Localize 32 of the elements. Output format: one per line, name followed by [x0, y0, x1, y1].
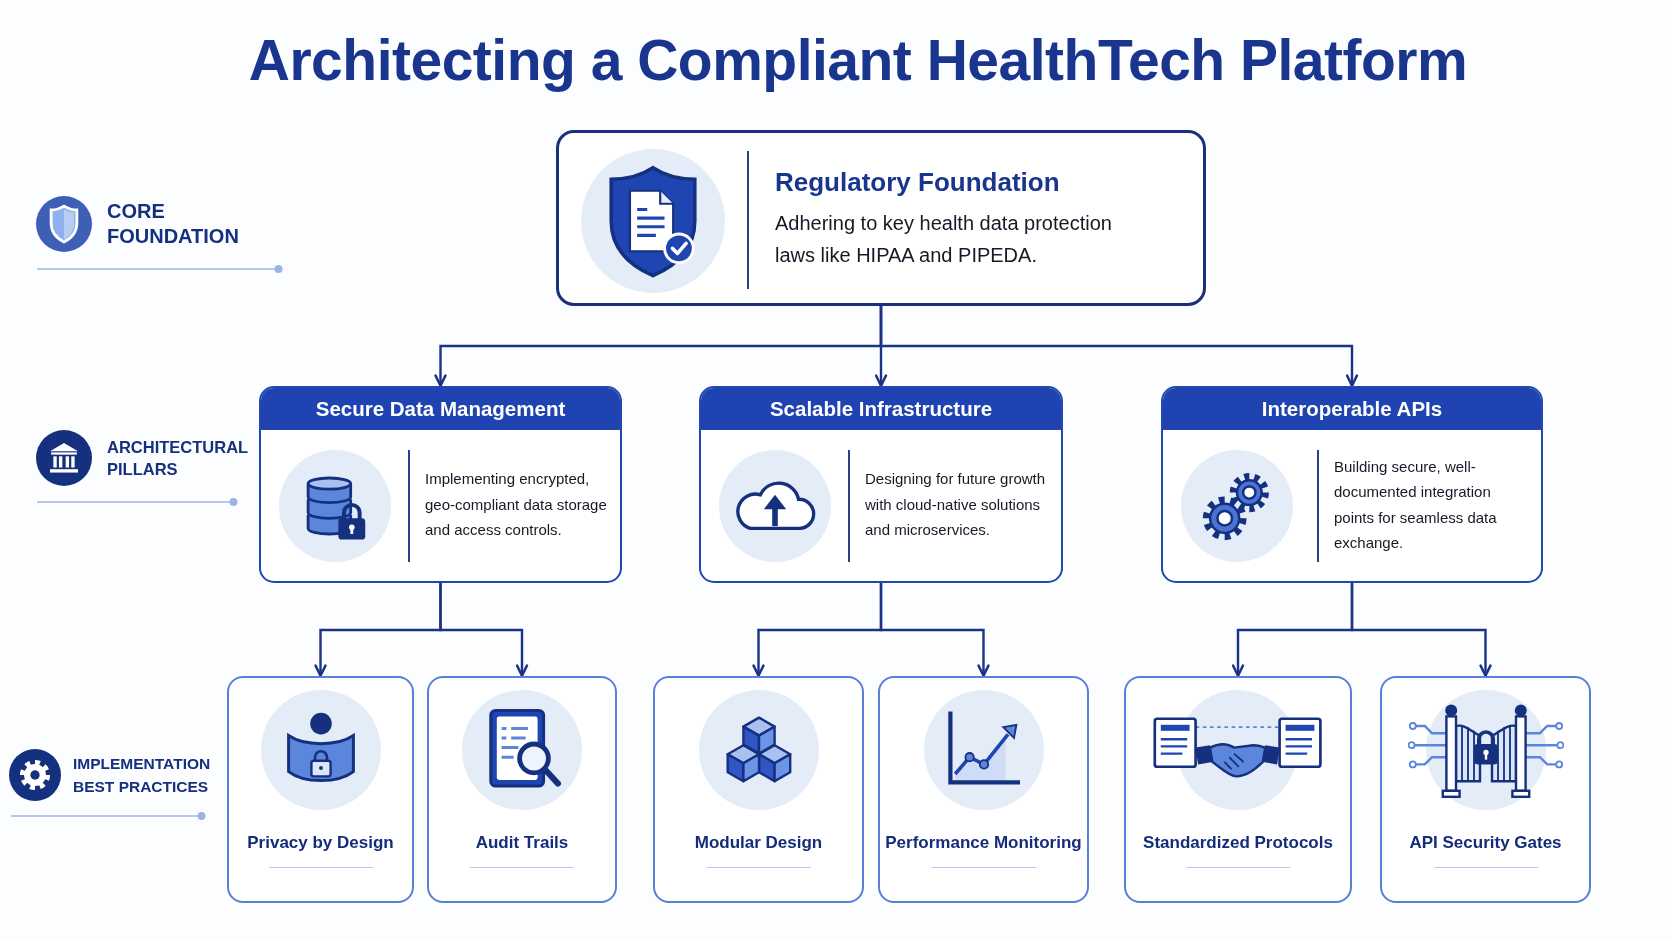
card-description: Adhering to key health data protection laws like HIPAA and PIPEDA. — [775, 211, 1113, 268]
practice-card — [227, 676, 414, 903]
foundation-card — [556, 130, 1206, 306]
card-title: Modular Design — [694, 832, 823, 854]
header-bar: Interoperable APIs — [1163, 388, 1541, 430]
pillar-card — [259, 386, 622, 583]
connector-arrow — [439, 583, 529, 677]
connector-arrow — [1350, 583, 1492, 677]
practice-card — [427, 676, 617, 903]
pillar-card — [1161, 386, 1543, 583]
card-title: Standardized Protocols — [1143, 832, 1333, 854]
practice-card — [1124, 676, 1352, 903]
header-bar: Secure Data Management — [261, 388, 620, 430]
card-title: Performance Monitoring — [885, 832, 1082, 854]
practice-card — [1380, 676, 1591, 903]
practice-card — [653, 676, 864, 903]
connector-arrow — [879, 583, 990, 677]
practice-card — [878, 676, 1089, 903]
header-bar: Scalable Infrastructure — [701, 388, 1061, 430]
card-title: API Security Gates — [1409, 832, 1562, 854]
card-description: Designing for future growth with cloud-native solutions and microservices. — [865, 469, 1047, 541]
card-title: Privacy by Design — [247, 832, 394, 854]
section-label: CORE FOUNDATION — [107, 199, 240, 249]
section-label: ARCHITECTURAL PILLARS — [107, 437, 249, 480]
card-description: Building secure, well-documented integration points for seamless data exchange. — [1334, 456, 1498, 553]
connector-arrow — [879, 306, 1359, 387]
card-description: Implementing encrypted, geo-compliant data storage and access controls. — [425, 469, 608, 541]
pillar-card — [699, 386, 1063, 583]
title: Architecting a Compliant HealthTech Platform — [248, 27, 1468, 94]
section-label: IMPLEMENTATION BEST PRACTICES — [73, 754, 212, 797]
card-heading: Regulatory Foundation — [775, 166, 1060, 198]
card-title: Audit Trails — [475, 832, 569, 854]
